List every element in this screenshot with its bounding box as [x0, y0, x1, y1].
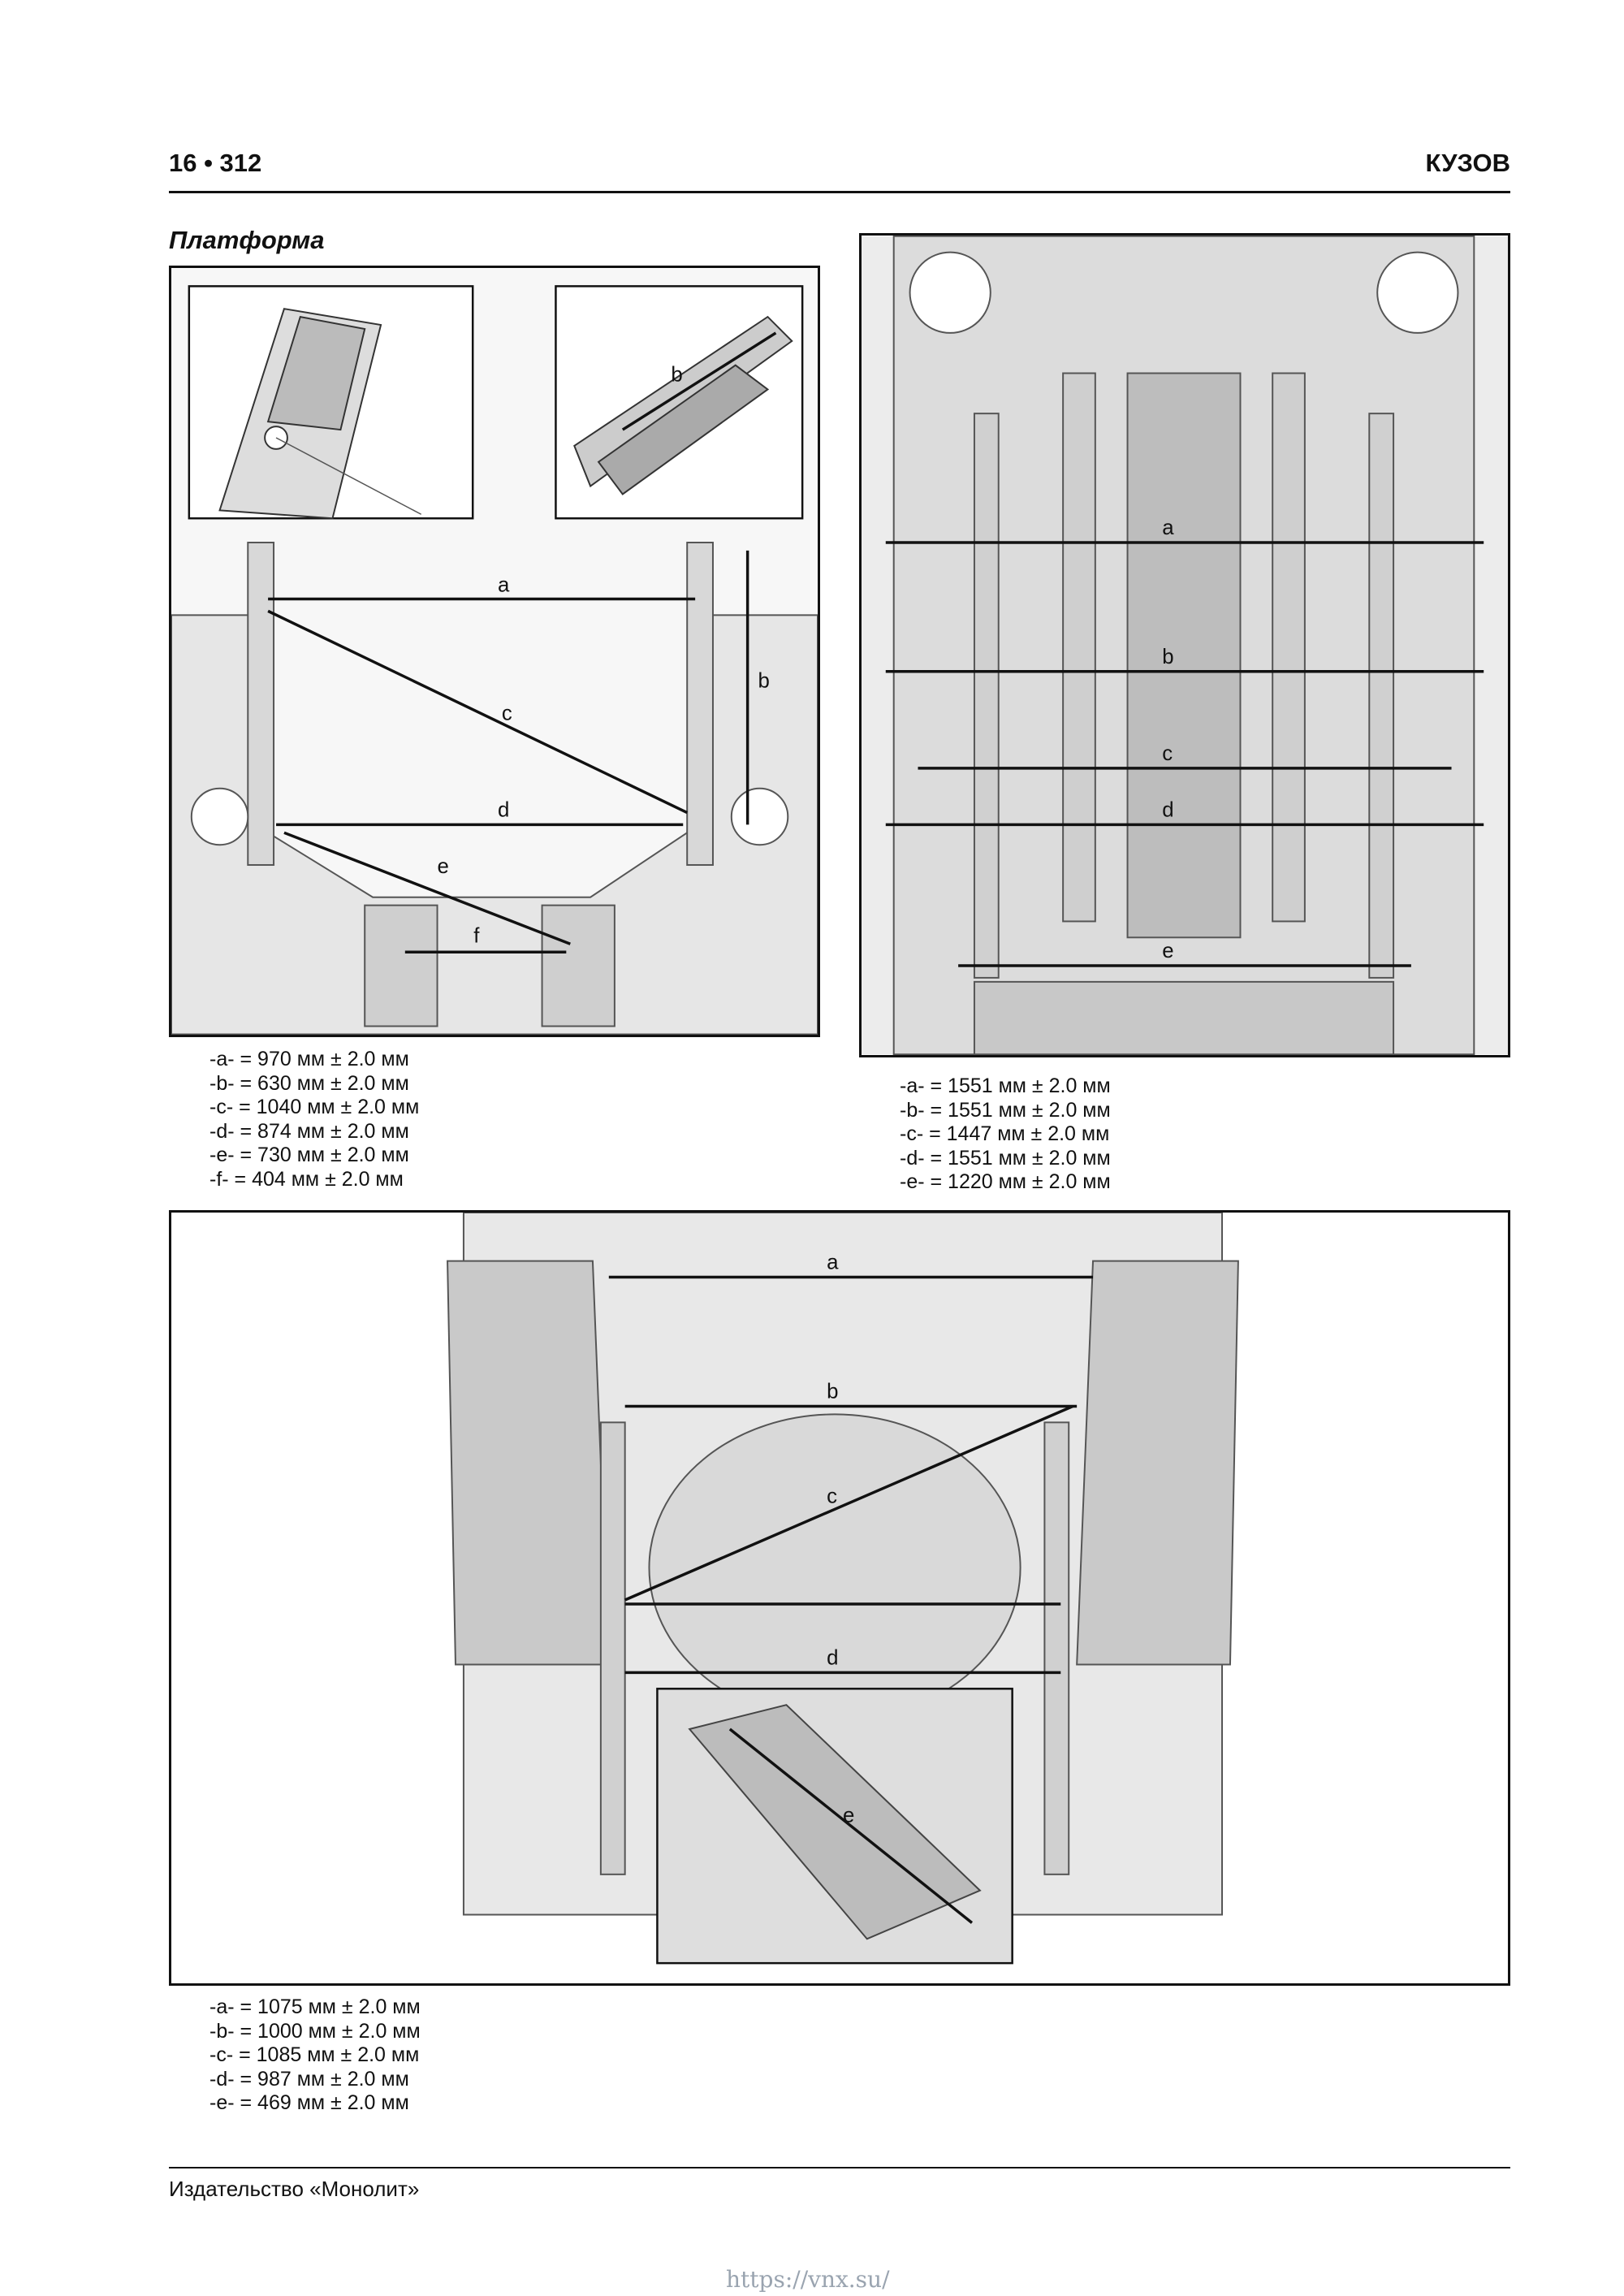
- underbody-legend: -a- = 1551 мм ± 2.0 мм -b- = 1551 мм ± 2…: [900, 1074, 1111, 1195]
- front-frame-legend: -a- = 970 мм ± 2.0 мм -b- = 630 мм ± 2.0…: [209, 1048, 419, 1191]
- front-label-b: b: [758, 670, 770, 693]
- rear-label-b: b: [827, 1381, 838, 1403]
- legend-line: -d- = 874 мм ± 2.0 мм: [209, 1119, 409, 1143]
- legend-line: -e- = 1220 мм ± 2.0 мм: [900, 1170, 1111, 1193]
- front-frame-drawing: a b b c d e f: [171, 268, 818, 1035]
- rear-floor-legend: -a- = 1075 мм ± 2.0 мм -b- = 1000 мм ± 2…: [209, 1995, 421, 2116]
- underbody-label-b: b: [1162, 646, 1173, 668]
- rear-floor-figure: a b c d e: [169, 1210, 1510, 1986]
- underbody-drawing: a b c d e: [862, 236, 1508, 1055]
- legend-line: -e- = 730 мм ± 2.0 мм: [209, 1144, 409, 1166]
- rear-label-c: c: [827, 1485, 837, 1508]
- underbody-label-e: e: [1162, 940, 1173, 962]
- footer-rule: [169, 2167, 1510, 2168]
- legend-line: -e- = 469 мм ± 2.0 мм: [209, 2091, 409, 2114]
- legend-line: -a- = 970 мм ± 2.0 мм: [209, 1048, 409, 1070]
- front-label-d: d: [498, 798, 509, 821]
- legend-line: -b- = 1000 мм ± 2.0 мм: [209, 2019, 421, 2043]
- front-label-e: e: [438, 855, 449, 878]
- legend-line: -c- = 1040 мм ± 2.0 мм: [209, 1096, 420, 1118]
- legend-line: -b- = 1551 мм ± 2.0 мм: [900, 1098, 1111, 1122]
- legend-line: -c- = 1085 мм ± 2.0 мм: [209, 2043, 420, 2066]
- legend-line: -d- = 1551 мм ± 2.0 мм: [900, 1146, 1111, 1170]
- underbody-figure: a b c d e: [859, 233, 1510, 1057]
- legend-line: -a- = 1075 мм ± 2.0 мм: [209, 1995, 421, 2018]
- legend-line: -c- = 1447 мм ± 2.0 мм: [900, 1122, 1110, 1145]
- underbody-label-d: d: [1162, 798, 1173, 821]
- legend-line: -a- = 1551 мм ± 2.0 мм: [900, 1074, 1111, 1097]
- header-rule: [169, 191, 1510, 193]
- legend-line: -d- = 987 мм ± 2.0 мм: [209, 2067, 409, 2091]
- front-label-a: a: [498, 574, 510, 597]
- front-label-c: c: [502, 702, 512, 724]
- section-name: КУЗОВ: [1425, 149, 1511, 177]
- front-label-f: f: [473, 924, 480, 947]
- rear-label-e: e: [843, 1804, 854, 1827]
- rear-label-a: a: [827, 1252, 839, 1274]
- watermark-link[interactable]: https://vnx.su/: [726, 2266, 890, 2293]
- underbody-label-a: a: [1162, 517, 1174, 539]
- front-frame-figure: a b b c d e f: [169, 266, 820, 1037]
- rear-floor-drawing: a b c d e: [173, 1213, 1506, 1983]
- section-title: Платформа: [169, 226, 325, 254]
- front-label-b-inset: b: [671, 364, 682, 387]
- legend-line: -b- = 630 мм ± 2.0 мм: [209, 1071, 409, 1095]
- publisher: Издательство «Монолит»: [169, 2177, 420, 2201]
- page-number: 16 • 312: [169, 149, 262, 177]
- underbody-label-c: c: [1162, 742, 1173, 765]
- legend-line: -f- = 404 мм ± 2.0 мм: [209, 1167, 404, 1191]
- rear-label-d: d: [827, 1646, 838, 1669]
